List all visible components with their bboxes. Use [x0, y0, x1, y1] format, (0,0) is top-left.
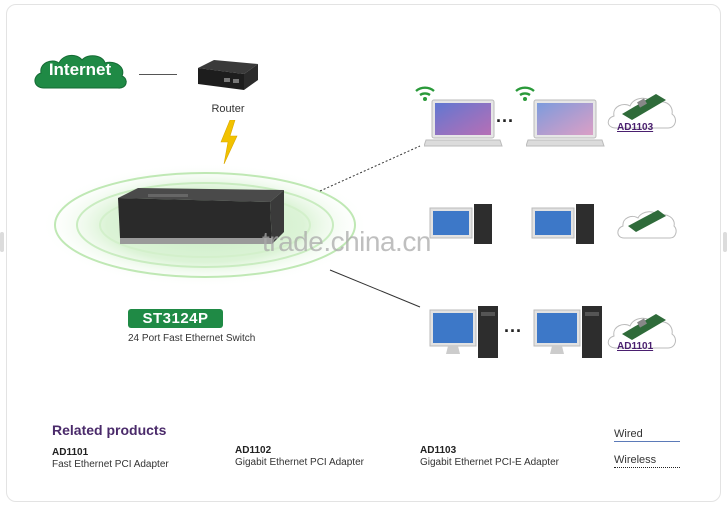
row-1-adapter-label: AD1103: [617, 122, 654, 133]
laptop-icon: [526, 99, 605, 147]
related-product-name: AD1103: [420, 445, 457, 456]
laptop-icon: [424, 99, 503, 147]
legend-wired-label: Wired: [614, 428, 643, 440]
legend-wireless-label: Wireless: [614, 454, 657, 466]
desktop-computer-icon: [531, 204, 594, 244]
watermark-text: trade.china.cn: [262, 226, 431, 257]
adapter-card-icon: [607, 314, 676, 349]
switch-device-icon: [118, 188, 284, 244]
related-product-name: AD1101: [52, 447, 89, 458]
legend-wireless-line: [614, 467, 680, 468]
row-1-ellipsis: ...: [496, 106, 515, 126]
row-3-ellipsis: ...: [504, 316, 523, 336]
internet-router-link: [139, 74, 177, 75]
wifi-icon: [415, 86, 435, 101]
switch-model-badge: ST3124P: [128, 309, 223, 328]
adapter-card-icon: [617, 210, 677, 239]
related-product-desc: Gigabit Ethernet PCI-E Adapter: [420, 457, 559, 468]
wired-link: [329, 269, 421, 308]
legend-wired-line: [614, 441, 680, 442]
related-products-title: Related products: [52, 422, 167, 438]
router-label: Router: [211, 103, 245, 115]
internet-cloud-icon: [34, 55, 127, 89]
desktop-computer-icon: [429, 204, 492, 244]
wireless-link: [319, 145, 421, 192]
adapter-card-icon: [607, 94, 676, 129]
desktop-computer-icon: [429, 306, 498, 358]
lightning-icon: [220, 120, 238, 164]
router-icon: [198, 60, 258, 90]
left-edge-mark: [0, 232, 4, 252]
right-edge-mark: [723, 232, 727, 252]
related-product-desc: Fast Ethernet PCI Adapter: [52, 459, 169, 470]
related-product-desc: Gigabit Ethernet PCI Adapter: [235, 457, 364, 468]
related-product-name: AD1102: [235, 445, 272, 456]
switch-description: 24 Port Fast Ethernet Switch: [128, 333, 256, 344]
desktop-computer-icon: [533, 306, 602, 358]
row-3-adapter-label: AD1101: [617, 341, 654, 352]
internet-label: Internet: [48, 60, 112, 79]
wifi-icon: [515, 86, 535, 101]
